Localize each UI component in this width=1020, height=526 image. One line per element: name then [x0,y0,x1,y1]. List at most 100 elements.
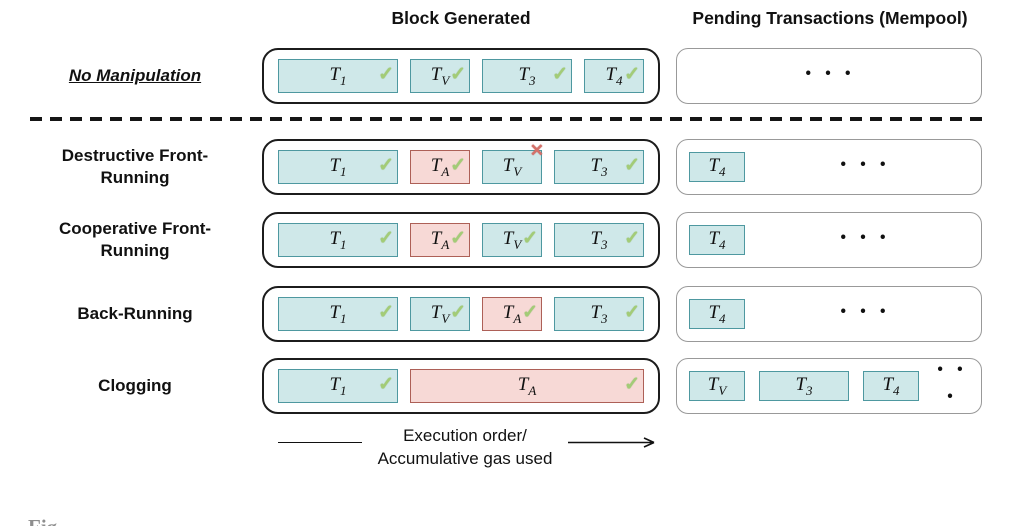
check-icon: ✓ [450,227,466,249]
row-label-text: No Manipulation [68,66,202,85]
block-container-1: T1✓TA✓TV✕T3✓ [262,139,660,195]
check-icon: ✓ [552,63,568,85]
tx-label: T1 [329,302,347,326]
tx-label: TV [430,64,450,88]
tx-label: TA [430,155,450,179]
tx-label: T3 [590,302,608,326]
mempool-tx-cell-T4: T4 [689,299,745,329]
mempool-tx-cell-T3: T3 [759,371,849,401]
block-tx-cell-T4: T4✓ [584,59,644,93]
block-tx-cell-T1: T1 ✓ [278,297,398,331]
block-tx-cell-TV: TV ✕ [482,142,544,184]
tx-label: T4 [882,374,900,398]
mempool-dots: · · · [838,221,890,252]
execution-arrow-left-segment [278,442,362,443]
row-label-0: No Manipulation [10,48,260,104]
row-label-4: Clogging [10,358,260,414]
tx-label: T1 [329,64,347,88]
check-icon: ✓ [450,154,466,176]
check-icon: ✓ [624,63,640,85]
row-label-1: Destructive Front-Running [10,139,260,195]
mempool-tx-cell-T4: T4 [689,152,745,182]
block-tx-cell-TV: TV✓ [410,297,470,331]
tx-label: T4 [605,64,623,88]
tx-label: TA [430,228,450,252]
mempool-container-2: T4 · · · [676,212,982,268]
mempool-dots: · · · [935,354,967,411]
tx-label: T4 [708,302,726,326]
mempool-dots: · · · [838,148,890,179]
tx-label: TV [707,374,727,398]
tx-label: TV [502,155,522,179]
tx-label: T1 [329,228,347,252]
block-tx-cell-T1: T1 ✓ [278,150,398,184]
check-icon: ✓ [522,301,538,323]
tx-label: T3 [795,374,813,398]
block-tx-cell-TA: TA✓ [410,223,470,257]
block-tx-cell-T1: T1 ✓ [278,223,398,257]
row-label-text: Cooperative Front-Running [58,219,212,260]
block-tx-cell-TA: TA ✓ [410,369,644,403]
tx-label: TA [517,374,537,398]
block-container-3: T1✓TV✓TA✓T3✓ [262,286,660,342]
mempool-dots: · · · [803,57,855,88]
check-icon: ✓ [450,301,466,323]
mempool-tx-cell-T4: T4 [863,371,919,401]
block-tx-cell-T3: T3 ✓ [554,297,644,331]
block-tx-cell-TA: TA✓ [410,150,470,184]
row-label-text: Destructive Front-Running [61,146,209,187]
block-tx-cell-T3: T3 ✓ [482,59,572,93]
block-tx-cell-TV: TV✓ [410,59,470,93]
tx-label: T1 [329,374,347,398]
row-label-3: Back-Running [10,286,260,342]
execution-arrow-label-line2: Accumulative gas used [377,449,553,468]
row-label-text: Clogging [98,376,172,395]
tx-label: TV [502,228,522,252]
check-icon: ✓ [624,301,640,323]
tx-label: T3 [590,228,608,252]
execution-arrow-right-segment [568,437,655,448]
figure-caption-fragment: Fig. [28,515,208,526]
check-icon: ✓ [624,373,640,395]
mempool-container-4: TV T3 T4 · · · [676,354,982,414]
mempool-dots: · · · [838,295,890,326]
row-label-text: Back-Running [77,304,193,323]
mempool-tx-cell-TV: TV [689,371,745,401]
block-container-4: T1 ✓ TA ✓ [262,358,660,414]
block-tx-cell-T3: T3 ✓ [554,150,644,184]
check-icon: ✓ [624,154,640,176]
tx-label: T1 [329,155,347,179]
check-icon: ✓ [378,63,394,85]
mempool-tx-cell-T4: T4 [689,225,745,255]
block-tx-cell-T3: T3✓ [554,223,644,257]
execution-arrow-label-line1: Execution order/ [403,426,527,445]
check-icon: ✓ [378,227,394,249]
block-tx-cell-TA: TA✓ [482,297,542,331]
tx-label: T4 [708,155,726,179]
check-icon: ✓ [378,373,394,395]
mempool-container-1: T4 · · · [676,139,982,195]
execution-arrow-label: Execution order/ Accumulative gas used [340,424,590,470]
mempool-container-0: · · · [676,48,982,104]
tx-label: T3 [590,155,608,179]
tx-label: T4 [708,228,726,252]
tx-label: T3 [518,64,536,88]
block-container-2: T1✓TA✓TV✓T3✓ [262,212,660,268]
block-tx-cell-T1: T1 ✓ [278,59,398,93]
check-icon: ✓ [378,301,394,323]
check-icon: ✓ [522,227,538,249]
cross-icon: ✕ [529,141,544,160]
tx-label: TV [430,302,450,326]
block-tx-cell-TV: TV✓ [482,223,542,257]
row-label-2: Cooperative Front-Running [10,212,260,268]
block-container-0: T1✓TV✓T3✓T4✓ [262,48,660,104]
tx-label: TA [502,302,522,326]
mempool-container-3: T4 · · · [676,286,982,342]
block-tx-cell-T1: T1 ✓ [278,369,398,403]
separator-dashed-line [30,117,986,121]
check-icon: ✓ [450,63,466,85]
column-header-block: Block Generated [391,8,531,28]
column-header-mempool: Pending Transactions (Mempool) [692,8,968,28]
check-icon: ✓ [378,154,394,176]
